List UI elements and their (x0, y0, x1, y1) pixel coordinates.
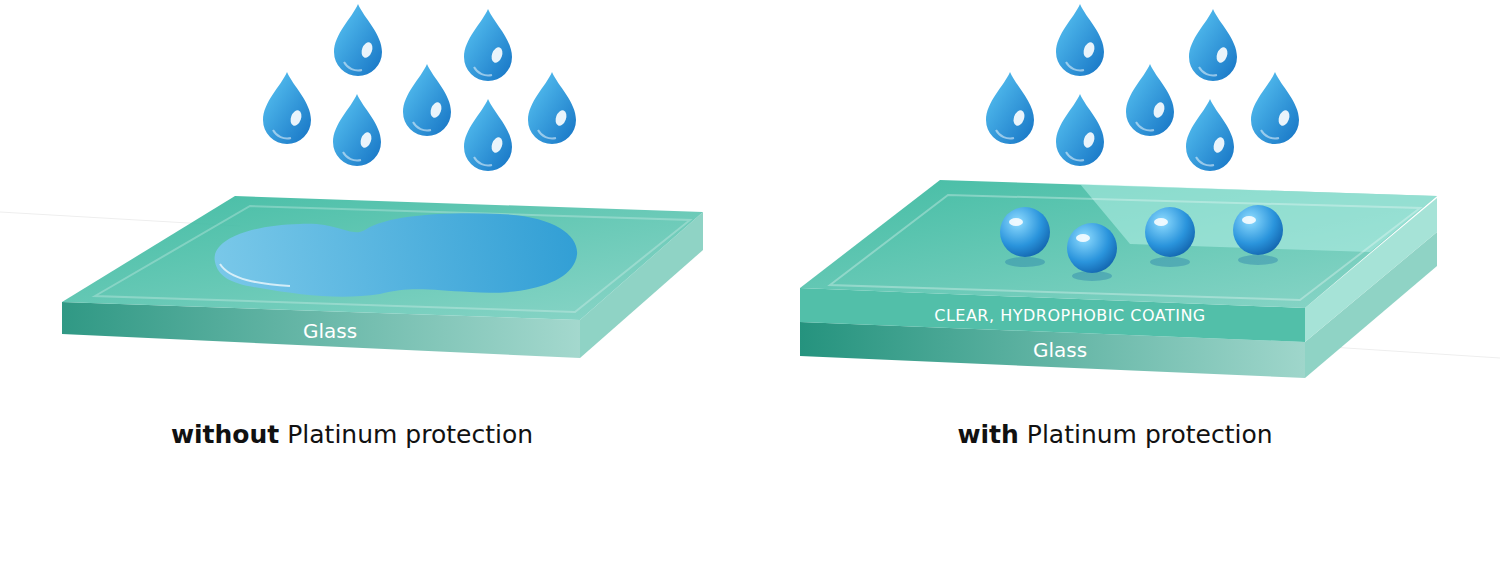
caption-emphasis: without (171, 420, 279, 449)
caption-line: without Platinum protection (171, 420, 533, 449)
coating-label: CLEAR, HYDROPHOBIC COATING (934, 306, 1206, 325)
caption-emphasis: with (957, 420, 1018, 449)
glass-label: Glass (303, 319, 357, 343)
glass-label: Glass (1033, 338, 1087, 362)
caption-text: Platinum protection (287, 420, 533, 449)
coating-layer: CLEAR, HYDROPHOBIC COATING (880, 300, 1260, 330)
glass-slab: Glass (960, 334, 1160, 366)
caption-text: Platinum protection (1027, 420, 1273, 449)
glass-slab: Glass (240, 314, 420, 348)
caption-line: with Platinum protection (957, 420, 1272, 449)
